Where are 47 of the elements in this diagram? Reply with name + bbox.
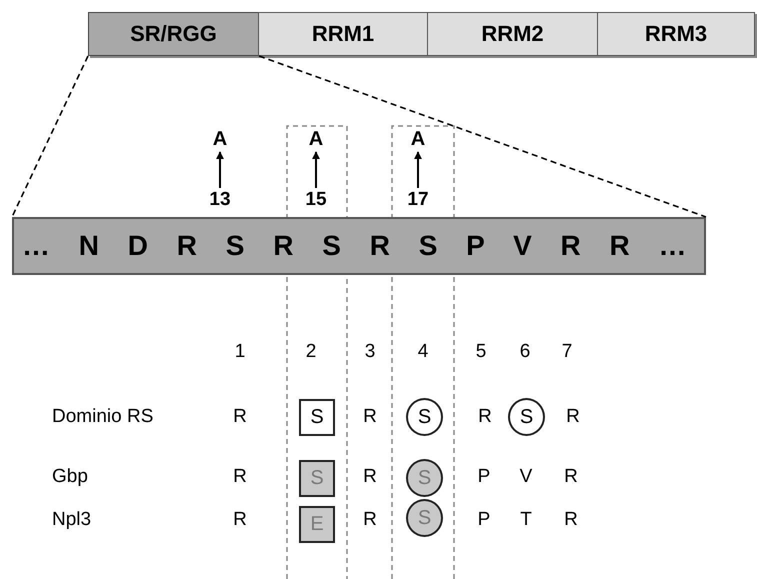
position-number: 15 (299, 188, 333, 212)
arrow (414, 151, 422, 188)
residue-letter: R (233, 466, 247, 488)
residue-letter: R (363, 509, 377, 531)
domain-box: RRM2 (427, 12, 598, 56)
residue-letter: A (208, 126, 232, 152)
zoom-line (258, 55, 706, 218)
residue-circle: S (406, 499, 443, 537)
residue-letter: P (478, 466, 490, 488)
row-label: Dominio RS (52, 406, 154, 428)
residue-letter: R (566, 406, 580, 428)
domain-box: RRM3 (597, 12, 755, 56)
zoom-line (11, 56, 89, 218)
domain-box: RRM1 (258, 12, 428, 56)
residue-letter: A (304, 126, 328, 152)
column-number: 3 (364, 341, 376, 363)
residue-letter: R (564, 466, 578, 488)
column-number: 4 (418, 341, 428, 363)
residue-letter: R (233, 509, 247, 531)
row-label: Npl3 (52, 509, 92, 531)
residue-letter: P (478, 509, 490, 531)
column-number: 7 (562, 341, 572, 363)
residue-letter: T (520, 509, 532, 531)
arrow (312, 151, 320, 188)
row-label: Gbp (52, 466, 88, 488)
column-number: 6 (520, 341, 530, 363)
residue-circle: S (406, 459, 443, 497)
sequence-bar: … N D R S R S R S P V R R … (12, 217, 706, 275)
residue-square: S (299, 460, 335, 497)
column-number: 5 (476, 341, 486, 363)
residue-square: S (299, 399, 335, 436)
residue-letter: R (363, 406, 377, 428)
arrow (216, 151, 224, 188)
residue-circle: S (406, 398, 443, 436)
residue-square: E (299, 506, 335, 543)
residue-letter: R (564, 509, 578, 531)
residue-letter: R (363, 466, 377, 488)
position-number: 13 (203, 188, 237, 212)
residue-circle: S (508, 398, 545, 436)
domain-box: SR/RGG (88, 12, 259, 56)
position-number: 17 (401, 188, 435, 212)
residue-letter: A (406, 126, 430, 152)
residue-letter: V (520, 466, 532, 488)
residue-letter: R (233, 406, 247, 428)
column-number: 1 (234, 341, 246, 363)
column-number: 2 (306, 341, 316, 363)
residue-letter: R (478, 406, 492, 428)
